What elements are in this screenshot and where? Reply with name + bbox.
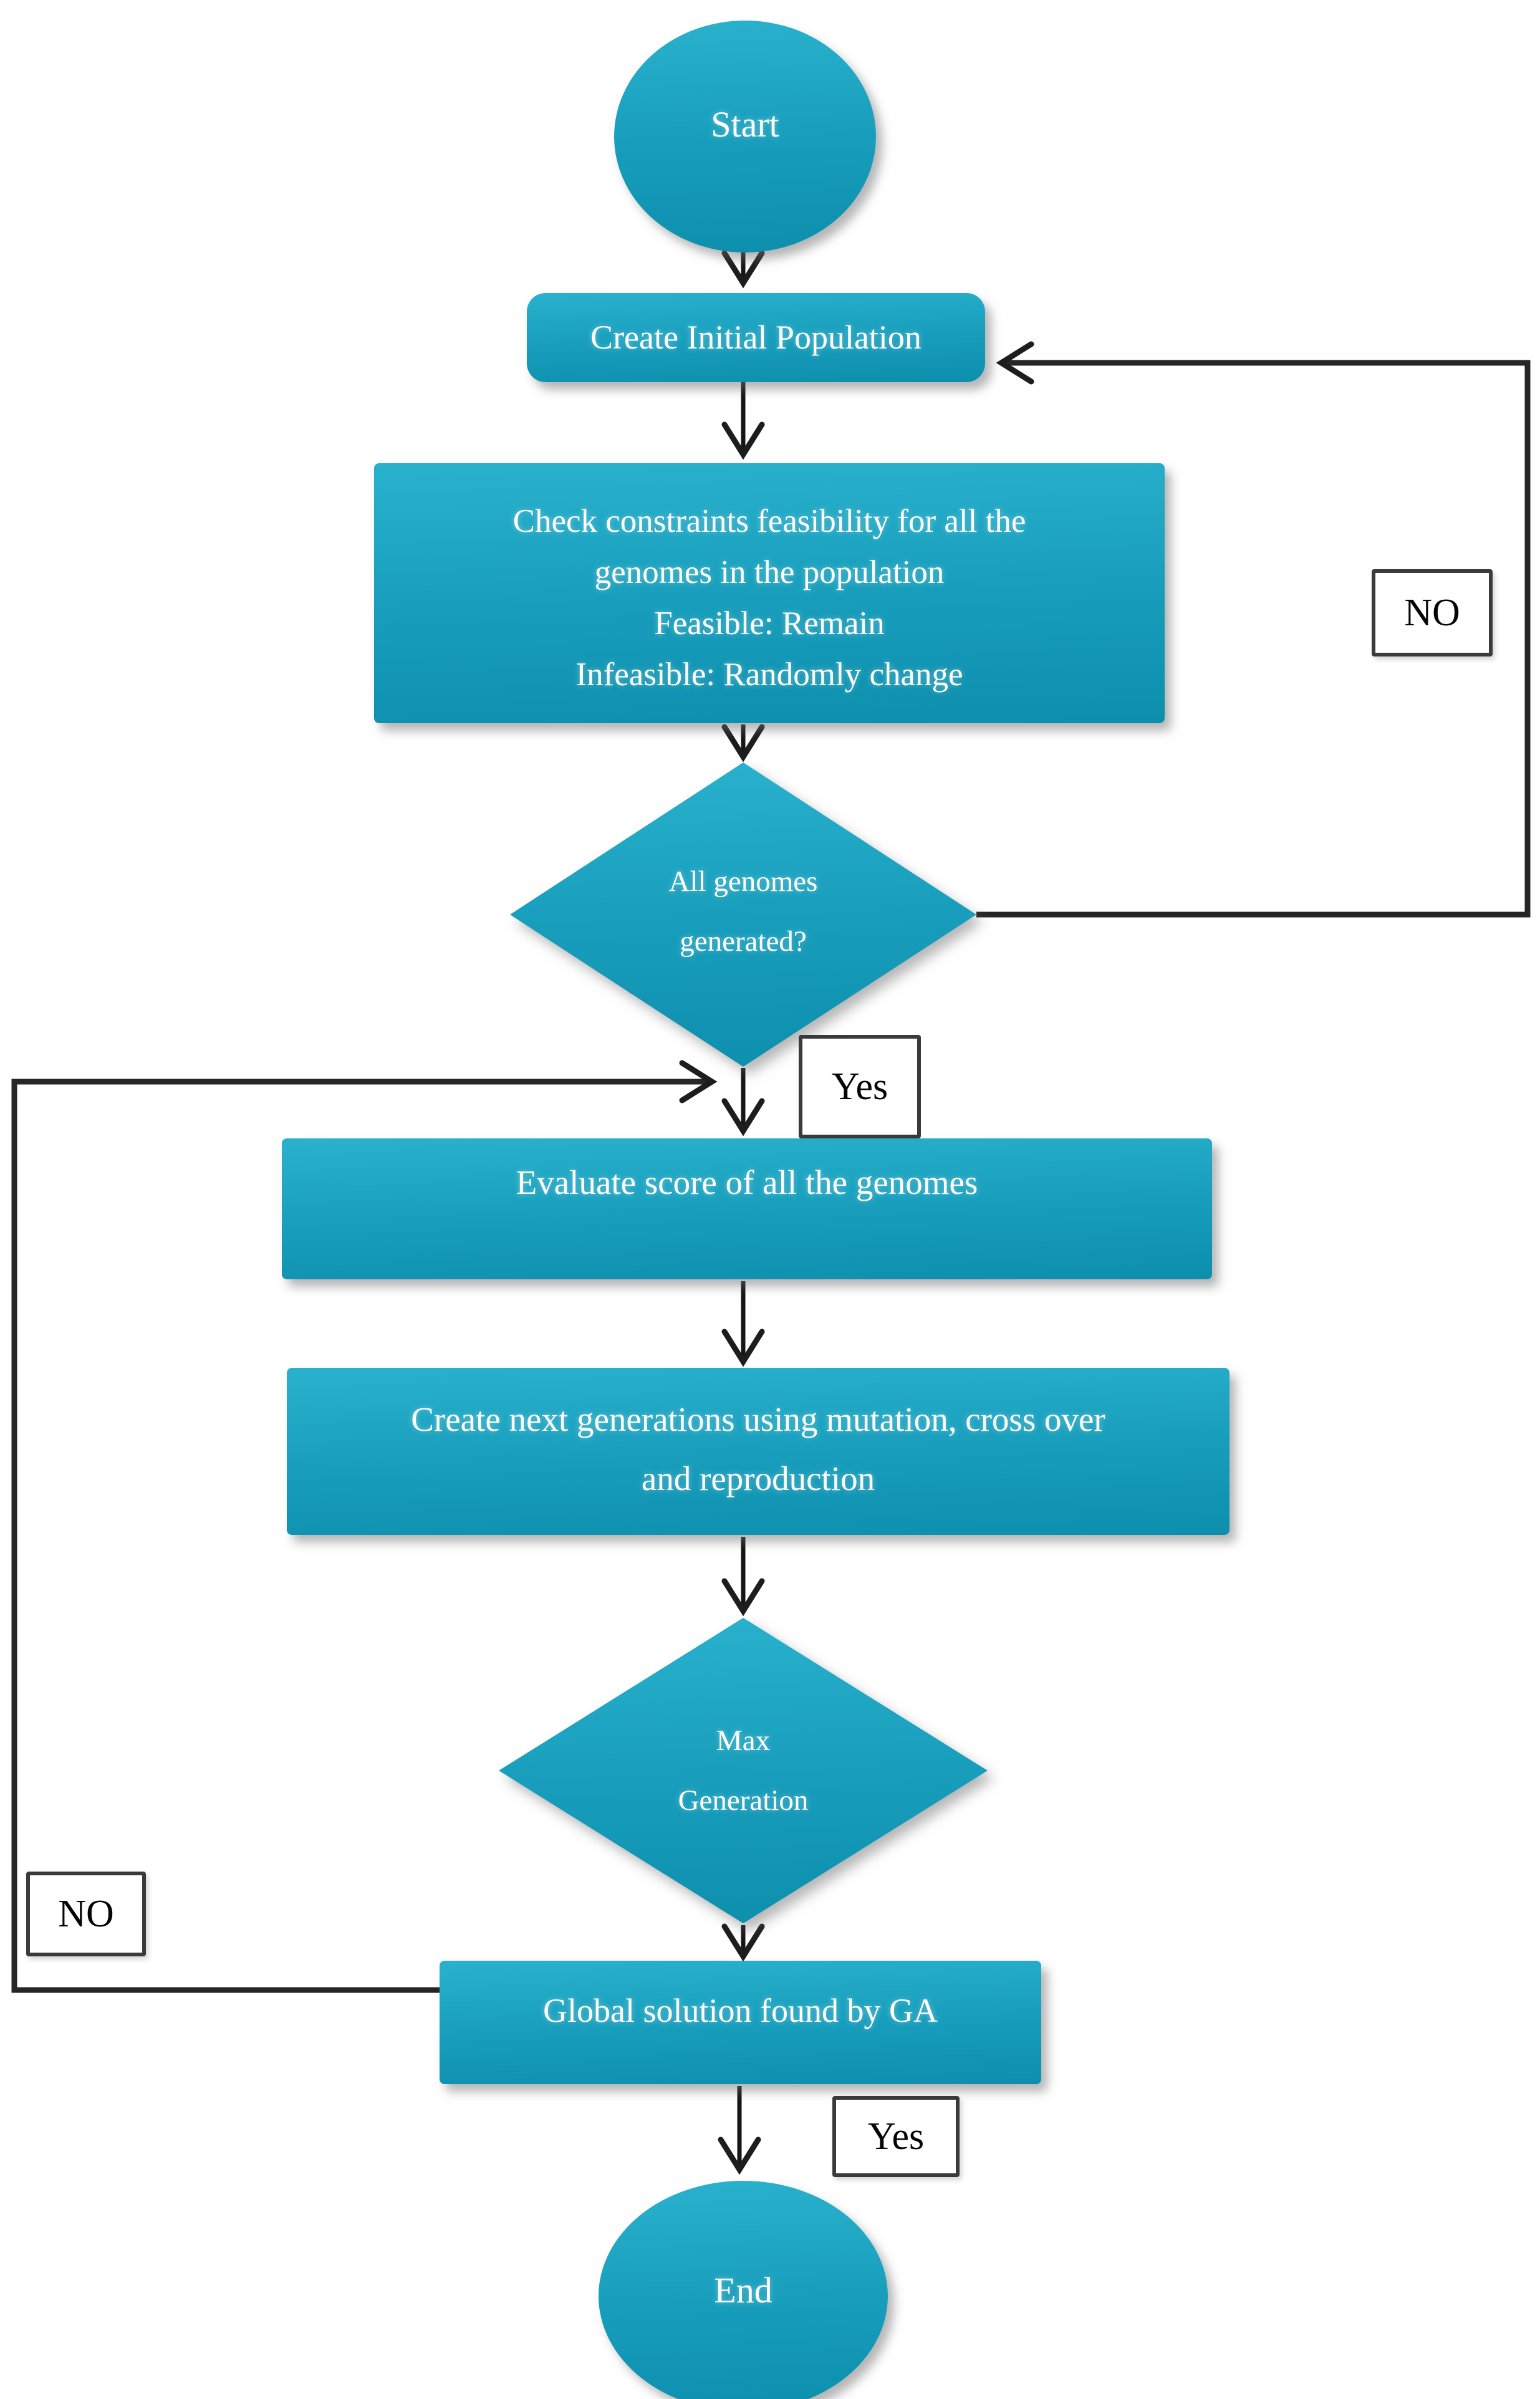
node-check-constraints: Check constraints feasibility for all th… — [374, 463, 1165, 723]
node-start: Start — [614, 21, 876, 252]
label-yes-top: Yes — [799, 1035, 921, 1138]
node-global-solution: Global solution found by GA — [440, 1961, 1041, 2084]
node-max-generation-line: Generation — [678, 1784, 809, 1817]
label-yes-top-text: Yes — [831, 1065, 888, 1108]
node-max-generation: Max Generation — [499, 1618, 988, 1923]
node-create-next-generations-line: Create next generations using mutation, … — [411, 1400, 1105, 1438]
node-all-genomes-generated-line: generated? — [680, 925, 807, 958]
node-evaluate-score: Evaluate score of all the genomes — [282, 1138, 1212, 1279]
label-no-left: NO — [26, 1872, 146, 1956]
node-check-constraints-line: Infeasible: Randomly change — [575, 656, 963, 693]
node-check-constraints-line: genomes in the population — [594, 554, 945, 591]
node-create-next-generations: Create next generations using mutation, … — [287, 1368, 1230, 1535]
label-no-left-text: NO — [58, 1892, 114, 1935]
node-create-initial-population: Create Initial Population — [527, 293, 985, 382]
node-end-label: End — [714, 2269, 772, 2310]
edge-all-genomes-no-loop — [976, 341, 1531, 918]
node-check-constraints-line: Check constraints feasibility for all th… — [513, 503, 1026, 539]
edge-max-generation-no-loop — [11, 1060, 718, 1993]
node-start-label: Start — [711, 103, 779, 145]
node-max-generation-line: Max — [716, 1724, 771, 1757]
node-evaluate-score-label: Evaluate score of all the genomes — [516, 1163, 978, 1201]
node-create-next-generations-line: and reproduction — [641, 1459, 875, 1498]
node-all-genomes-generated: All genomes generated? — [510, 762, 976, 1067]
label-yes-bottom-text: Yes — [867, 2115, 925, 2158]
node-check-constraints-line: Feasible: Remain — [654, 605, 885, 642]
node-create-initial-population-label: Create Initial Population — [590, 319, 922, 356]
node-global-solution-label: Global solution found by GA — [543, 1992, 938, 2029]
node-end: End — [599, 2181, 888, 2399]
label-yes-bottom: Yes — [832, 2096, 960, 2177]
label-no-right-text: NO — [1404, 591, 1460, 634]
node-all-genomes-generated-line: All genomes — [668, 865, 818, 898]
label-no-right: NO — [1372, 569, 1493, 656]
